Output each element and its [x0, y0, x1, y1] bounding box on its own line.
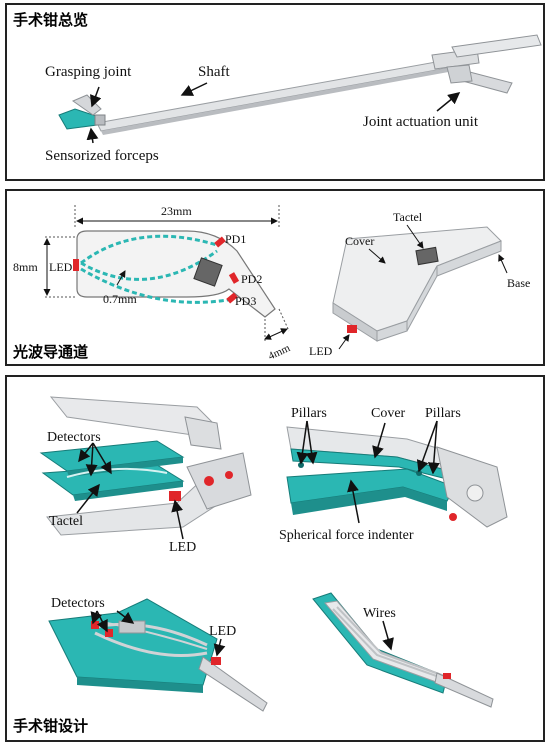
label-led-b: LED	[209, 624, 236, 639]
label-spherical-indenter: Spherical force indenter	[279, 528, 414, 543]
tactel-3d	[415, 246, 439, 266]
wires-view	[312, 592, 494, 708]
actuation-unit	[431, 34, 542, 94]
label-led-3d: LED	[309, 344, 333, 358]
label-led-a: LED	[169, 540, 196, 555]
label-cover: Cover	[345, 234, 374, 248]
waveguide-illustration: 23mm 8mm LED 0.7mm PD1 PD2 PD3 4mm Tacte…	[13, 204, 530, 363]
label-cover: Cover	[371, 406, 406, 421]
led-marker	[73, 259, 79, 271]
dim-side: 4mm	[266, 342, 292, 363]
channel-bottom	[80, 267, 234, 304]
panel-overview: 手术钳总览 Grasping joint	[5, 3, 545, 181]
detectors-view	[48, 598, 268, 712]
panel-waveguide: 23mm 8mm LED 0.7mm PD1 PD2 PD3 4mm Tacte…	[5, 189, 545, 366]
panel-title: 手术钳总览	[13, 11, 89, 29]
label-detectors-b: Detectors	[51, 596, 105, 611]
label-tactel: Tactel	[393, 210, 423, 224]
label-shaft: Shaft	[198, 64, 230, 80]
label-tactel-a: Tactel	[49, 514, 83, 529]
panel-design: Detectors Tactel LED Pillars Cover Pilla…	[5, 375, 545, 742]
design-illustration: Detectors Tactel LED Pillars Cover Pilla…	[39, 396, 508, 712]
label-grasping-joint: Grasping joint	[45, 64, 132, 80]
dim-height: 8mm	[13, 260, 38, 274]
label-pd2: PD2	[241, 272, 262, 286]
panel-title: 手术钳设计	[13, 717, 89, 735]
led-3d	[347, 325, 357, 333]
label-wires: Wires	[363, 606, 396, 621]
forceps-tip	[58, 94, 106, 130]
pd3-marker	[226, 292, 238, 304]
cover-base-3d	[332, 226, 502, 342]
label-detectors-a: Detectors	[47, 430, 101, 445]
assembled-view	[286, 426, 508, 528]
label-pd1: PD1	[225, 232, 246, 246]
pd1-marker	[214, 236, 226, 248]
label-base: Base	[507, 276, 530, 290]
label-pillars-left: Pillars	[291, 406, 327, 421]
dim-width: 23mm	[161, 204, 192, 218]
tactel-square	[193, 257, 223, 287]
label-sensorized-forceps: Sensorized forceps	[45, 148, 159, 164]
channel-top	[80, 234, 218, 265]
label-led: LED	[49, 260, 73, 274]
label-pillars-right: Pillars	[425, 406, 461, 421]
forceps-overview-illustration: Grasping joint Shaft Joint actuation uni…	[45, 34, 542, 164]
pd2-marker	[228, 272, 240, 284]
channel-mid	[80, 249, 218, 281]
label-pd3: PD3	[235, 294, 256, 308]
panel-title: 光波导通道	[13, 343, 89, 361]
dim-channel: 0.7mm	[103, 292, 137, 306]
label-joint-actuation-unit: Joint actuation unit	[363, 114, 479, 130]
